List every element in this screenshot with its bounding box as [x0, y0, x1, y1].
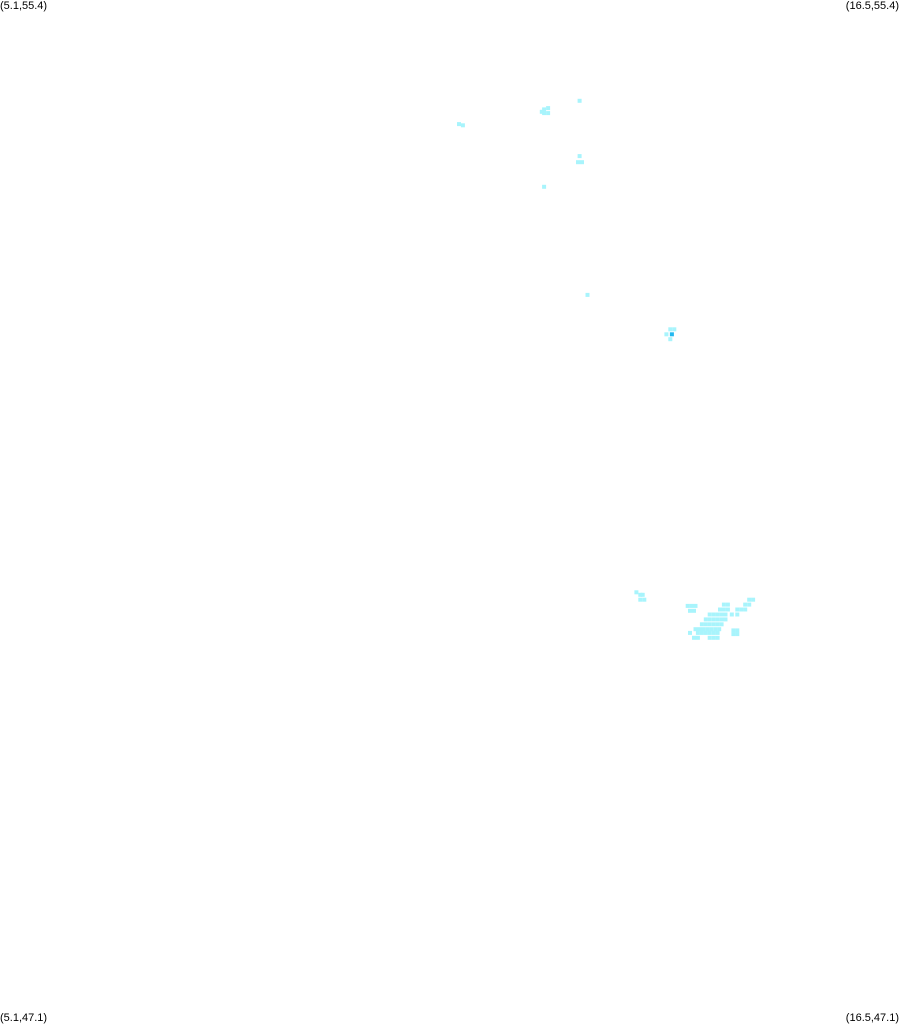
map-cell	[711, 630, 716, 635]
map-cell	[719, 612, 724, 617]
map-cell	[692, 635, 696, 640]
corner-label-top-right: (16.5,55.4)	[845, 0, 899, 12]
map-cell	[713, 627, 718, 632]
map-cell	[707, 635, 712, 640]
map-cell	[688, 630, 692, 635]
map-cell	[709, 627, 714, 632]
map-cell	[719, 617, 724, 622]
map-cell	[725, 602, 730, 607]
map-cell	[703, 630, 708, 635]
map-cell	[707, 622, 712, 627]
corner-label-bottom-left: (5.1,47.1)	[0, 1012, 48, 1024]
map-cell	[693, 603, 698, 608]
map-cell	[457, 122, 461, 127]
map-cell	[634, 590, 639, 595]
map-cell	[672, 327, 677, 332]
corner-label-top-left: (5.1,55.4)	[0, 0, 48, 12]
map-cell	[718, 607, 722, 612]
map-cell	[707, 617, 712, 622]
map-cell	[707, 630, 712, 635]
map-cell	[638, 592, 643, 597]
map-cell	[585, 292, 590, 297]
map-cell	[701, 627, 706, 632]
map-cell	[735, 612, 740, 617]
map-cell	[664, 332, 669, 337]
map-cell	[688, 608, 692, 613]
map-cell	[717, 627, 722, 632]
map-cell	[685, 603, 690, 608]
map-cell	[747, 597, 752, 602]
map-cell	[715, 612, 720, 617]
map-cell	[580, 160, 584, 165]
map-cell	[735, 607, 740, 612]
map-cell	[711, 617, 716, 622]
map-cell	[539, 109, 544, 114]
map-cell	[735, 628, 740, 633]
map-cell	[576, 160, 580, 165]
map-cell	[546, 111, 551, 116]
map-cell	[703, 617, 708, 622]
map-cell	[669, 332, 674, 337]
map-cell	[703, 622, 708, 627]
map-cell	[668, 337, 673, 342]
map-cell	[695, 635, 700, 640]
map-cell	[577, 98, 582, 103]
map-cell	[731, 632, 736, 637]
map-cell	[542, 107, 547, 112]
map-cell	[699, 630, 704, 635]
map-cell	[723, 617, 728, 622]
map-cell	[711, 622, 716, 627]
map-cell	[725, 607, 730, 612]
map-cell	[751, 597, 756, 602]
map-cell	[699, 622, 704, 627]
map-cell	[542, 111, 547, 116]
map-cell	[711, 635, 716, 640]
map-cell	[693, 627, 698, 632]
map-cell	[715, 630, 720, 635]
map-cell	[723, 612, 728, 617]
map-cell	[721, 607, 726, 612]
map-cell	[731, 628, 736, 633]
map-cell	[689, 603, 694, 608]
map-cell	[546, 106, 551, 111]
map-cell	[577, 154, 582, 159]
map-cell	[719, 622, 724, 627]
map-cell	[735, 632, 740, 637]
map-cell	[715, 635, 720, 640]
map-cell	[638, 597, 643, 602]
map-cell	[697, 627, 702, 632]
map-cell	[642, 597, 647, 602]
corner-label-bottom-right: (16.5,47.1)	[845, 1012, 899, 1024]
map-cell	[711, 612, 716, 617]
map-cell	[729, 612, 734, 617]
map-cell	[542, 184, 547, 189]
map-cell	[747, 602, 752, 607]
map-cell	[692, 608, 696, 613]
map-cell	[739, 607, 744, 612]
map-cell	[715, 622, 720, 627]
map-cell	[705, 627, 710, 632]
map-cell	[668, 327, 673, 332]
map-cell	[707, 612, 712, 617]
map-cell	[743, 602, 748, 607]
map-cell	[715, 617, 720, 622]
map-cell	[640, 592, 645, 597]
map-cell	[721, 602, 726, 607]
map-cell	[743, 607, 748, 612]
map-cell	[460, 123, 465, 128]
map-cell	[695, 630, 700, 635]
